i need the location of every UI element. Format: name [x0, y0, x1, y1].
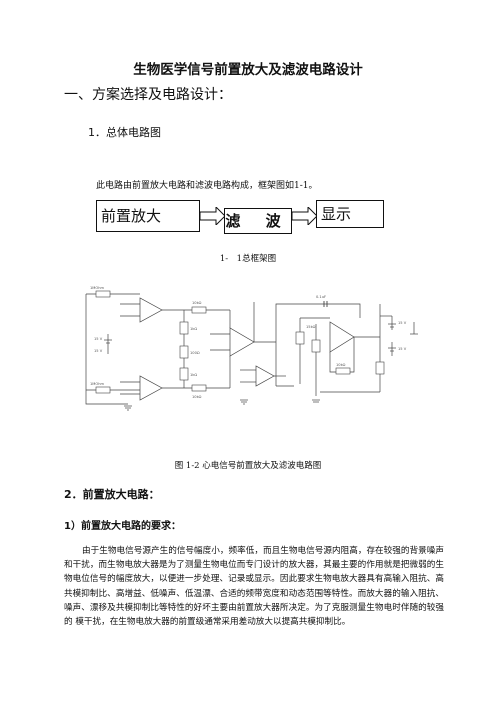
block-preamp: 前置放大 [96, 200, 200, 232]
label-v4: 15 V [398, 347, 407, 351]
label-r7: 10kΩ [336, 363, 346, 367]
section-heading-design: 一、方案选择及电路设计： [64, 87, 232, 103]
label-r2: 1kΩ [190, 373, 197, 377]
subsection-heading-overall: 1．总体电路图 [88, 126, 161, 139]
block-display: 显示 [316, 200, 384, 228]
arrow-icon [200, 207, 226, 225]
body-paragraph: 由于生物电信号源产生的信号幅度小，频率低，而且生物电信号源内阻高，存在较强的背景… [64, 546, 444, 628]
section-heading-preamp: 2．前置放大电路： [64, 488, 160, 501]
label-r6: 15kΩ [306, 325, 316, 329]
intro-text: 此电路由前置放大电路和滤波电路构成，框架图如1-1。 [96, 181, 318, 191]
block-filter: 滤 波 [224, 208, 292, 234]
figure-caption-block-diagram: 1- 1总框架图 [219, 254, 277, 264]
figure-caption-circuit: 图 1-2 心电信号前置放大及滤波电路图 [174, 461, 322, 471]
label-r3: 100Ω [190, 351, 200, 355]
subsection-heading-requirements: 1）前置放大电路的要求： [64, 521, 181, 532]
label-r5: 10kΩ [192, 395, 202, 399]
label-v1: 15 V [94, 337, 103, 341]
label-r-in1: 1MOhm [90, 286, 104, 290]
circuit-schematic: 1MOhm 1MOhm 1kΩ 100Ω 1kΩ 10kΩ 10kΩ 0.1uF… [85, 286, 418, 411]
document-title: 生物医学信号前置放大及滤波电路设计 [133, 62, 363, 78]
label-c1: 0.1uF [316, 295, 326, 299]
arrow-icon [292, 207, 318, 225]
label-r-in2: 1MOhm [90, 382, 104, 386]
label-r1: 1kΩ [190, 327, 197, 331]
label-v2: 15 V [94, 349, 103, 353]
label-r4: 10kΩ [192, 301, 202, 305]
label-v3: 15 V [398, 321, 407, 325]
